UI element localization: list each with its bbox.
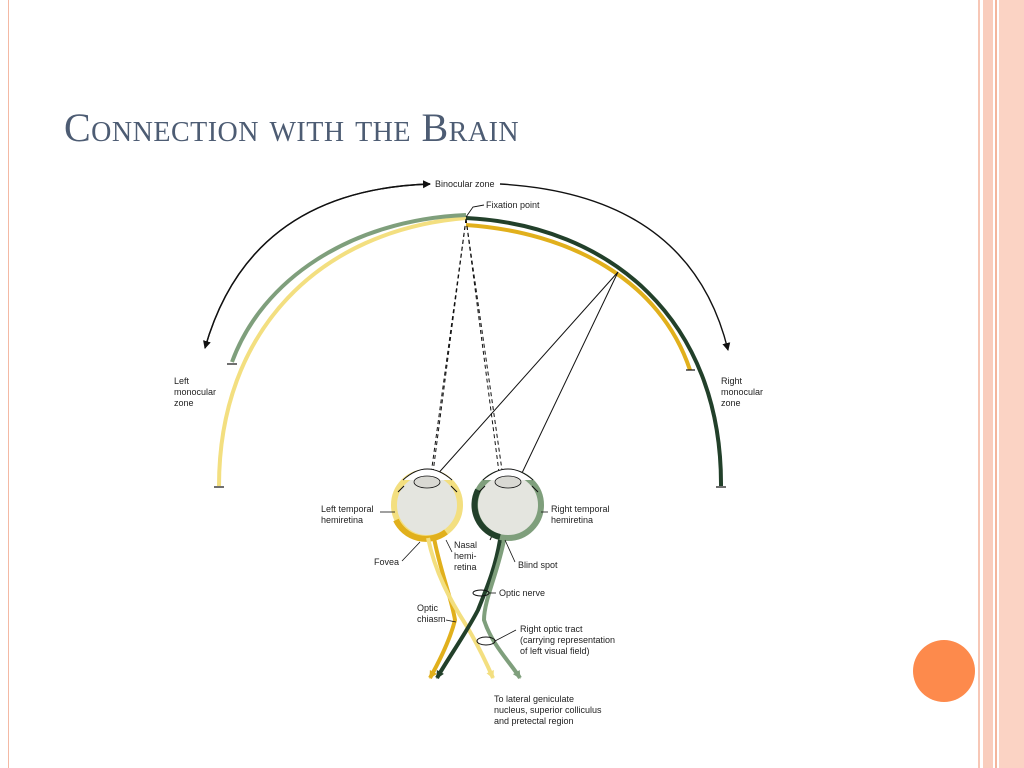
label-left-monocular-zone: Left monocular zone bbox=[174, 376, 219, 408]
label-optic-chiasm: Optic chiasm bbox=[417, 603, 446, 624]
left-eye-light-fiber bbox=[426, 537, 495, 679]
frame-right-stripe bbox=[999, 0, 1024, 768]
decorative-orange-circle bbox=[913, 640, 975, 702]
left-field-light-arc bbox=[217, 216, 467, 487]
left-field-sage-arc bbox=[230, 213, 467, 363]
right-eye-sage-fiber bbox=[481, 539, 522, 680]
label-fovea: Fovea bbox=[374, 557, 399, 567]
right-eye-dark-fiber bbox=[435, 539, 502, 679]
label-optic-nerve: Optic nerve bbox=[499, 588, 545, 598]
label-blind-spot: Blind spot bbox=[518, 560, 558, 570]
dashed-line-right bbox=[465, 218, 513, 541]
frame-right-stripe bbox=[995, 0, 997, 768]
dashed-line-left-inner bbox=[431, 218, 467, 481]
label-right-temporal-hemiretina: Right temporal hemiretina bbox=[551, 504, 612, 525]
leader-optic-tract bbox=[494, 629, 517, 642]
frame-left-line bbox=[8, 0, 9, 768]
label-right-optic-tract: Right optic tract (carrying representati… bbox=[520, 624, 618, 656]
fixation-point-leader bbox=[465, 204, 485, 218]
ray-to-left-eye bbox=[417, 271, 619, 497]
right-field-dark-arc bbox=[465, 216, 724, 487]
slide-title: Connection with the Brain bbox=[64, 105, 520, 150]
leader-optic-chiasm bbox=[445, 619, 457, 623]
binocular-zone-arc-left bbox=[203, 183, 431, 349]
dashed-line-left bbox=[421, 218, 467, 541]
label-nasal-hemiretina: Nasal hemi- retina bbox=[454, 540, 480, 572]
frame-right-stripe bbox=[983, 0, 993, 768]
label-binocular-zone: Binocular zone bbox=[435, 179, 495, 189]
frame-right-stripe bbox=[978, 0, 980, 768]
left-eye-gold-fiber bbox=[428, 537, 458, 679]
leader-blind-spot bbox=[504, 539, 516, 563]
label-right-monocular-zone: Right monocular zone bbox=[721, 376, 766, 408]
leader-fovea bbox=[401, 541, 421, 562]
left-eye bbox=[391, 468, 463, 542]
binocular-zone-arc-right bbox=[499, 183, 731, 351]
right-field-gold-arc bbox=[465, 223, 692, 371]
leader-nasal bbox=[445, 539, 453, 553]
label-destination: To lateral geniculate nucleus, superior … bbox=[494, 694, 604, 726]
right-eye bbox=[471, 468, 544, 541]
label-left-temporal-hemiretina: Left temporal hemiretina bbox=[321, 504, 376, 525]
dashed-line-right-inner bbox=[465, 218, 501, 481]
label-fixation-point: Fixation point bbox=[486, 200, 540, 210]
